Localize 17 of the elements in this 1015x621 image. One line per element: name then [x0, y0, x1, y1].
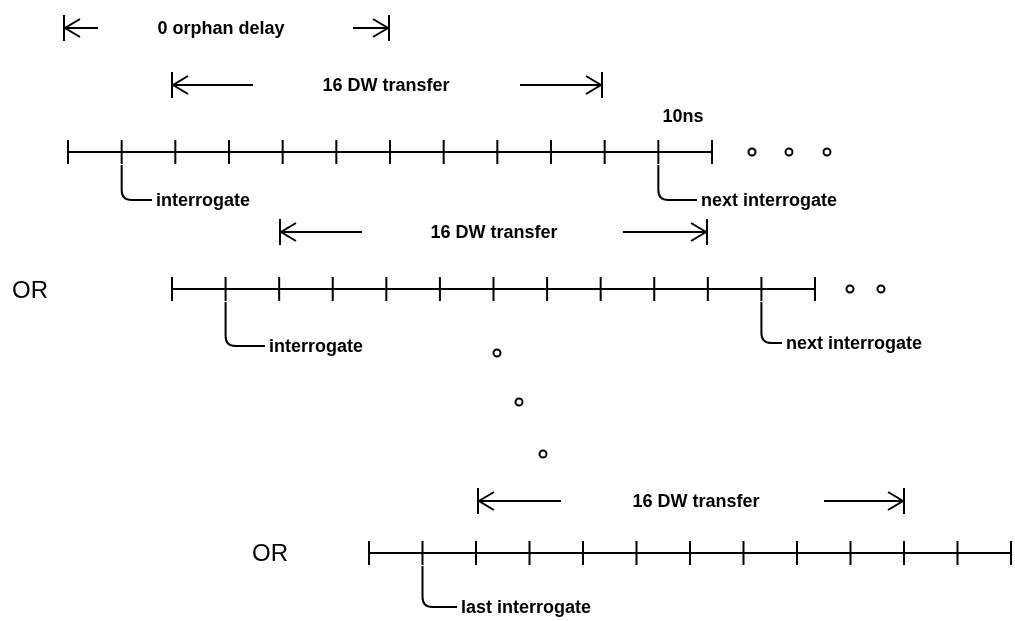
- leader-label: interrogate: [152, 191, 251, 209]
- leader-line: [421, 565, 458, 608]
- leader-label: last interrogate: [457, 598, 592, 616]
- dimension-label: 16 DW transfer: [632, 492, 760, 510]
- dimension-label: 0 orphan delay: [157, 19, 285, 37]
- leader-label: next interrogate: [782, 334, 923, 352]
- or-label: OR: [252, 541, 288, 565]
- dimension-label: 16 DW transfer: [322, 76, 450, 94]
- leader-line: [760, 301, 783, 344]
- leader-line: [657, 164, 698, 201]
- leader-label: next interrogate: [697, 191, 838, 209]
- scale-label: 10ns: [662, 107, 704, 125]
- leader-line: [224, 301, 266, 347]
- leader-label: interrogate: [265, 337, 364, 355]
- or-label: OR: [12, 278, 48, 302]
- leader-line: [120, 164, 153, 201]
- dimension-label: 16 DW transfer: [430, 223, 558, 241]
